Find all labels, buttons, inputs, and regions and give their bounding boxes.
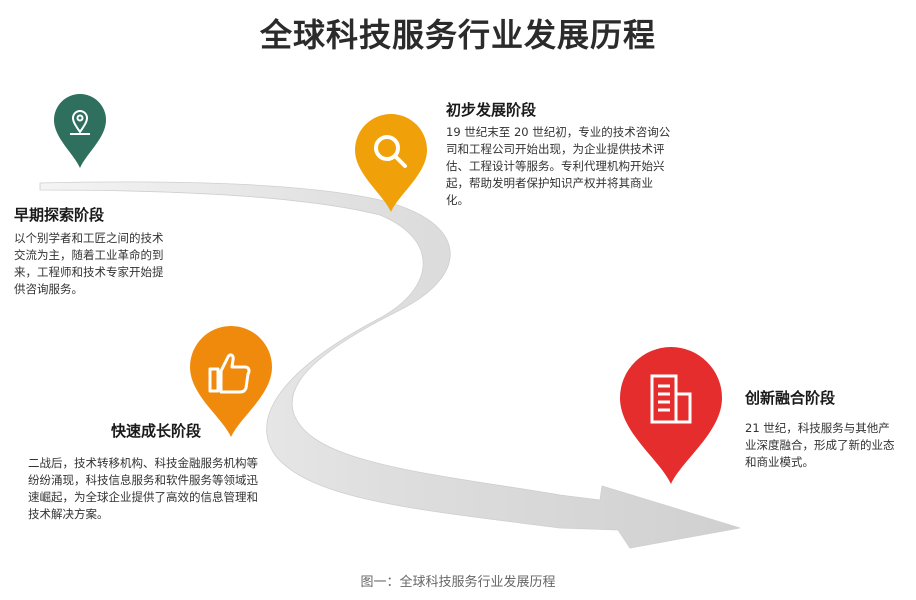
stage3-pin-shape — [190, 326, 272, 437]
stage4-pin-shape — [620, 347, 722, 484]
building-icon — [650, 374, 692, 424]
stage2-desc: 19 世纪末至 20 世纪初，专业的技术咨询公司和工程公司开始出现，为企业提供技… — [446, 125, 671, 207]
stage1-pin — [54, 94, 106, 168]
page-title: 全球科技服务行业发展历程 — [259, 16, 656, 54]
stage3-title: 快速成长阶段 — [111, 422, 202, 440]
stage2-pin-shape — [355, 114, 427, 212]
stage2-title: 初步发展阶段 — [446, 101, 537, 119]
stage4-title: 创新融合阶段 — [745, 389, 836, 407]
stage3-desc: 二战后，技术转移机构、科技金融服务机构等纷纷涌现，科技信息服务和软件服务等领域迅… — [28, 456, 258, 521]
thumbs-up-icon — [208, 353, 251, 394]
road-body — [39, 181, 741, 549]
stage4-desc: 21 世纪，科技服务与其他产业深度融合，形成了新的业态和商业模式。 — [745, 421, 895, 469]
stage4-pin — [620, 347, 722, 484]
magnifier-icon — [374, 135, 407, 168]
figure-caption: 图一：全球科技服务行业发展历程 — [360, 575, 556, 590]
stage3-pin — [190, 326, 272, 437]
stage1-title: 早期探索阶段 — [14, 206, 105, 224]
map-pin-icon — [70, 110, 90, 135]
stage2-pin — [355, 114, 427, 212]
stage1-desc: 以个别学者和工匠之间的技术交流为主，随着工业革命的到来，工程师和技术专家开始提供… — [14, 231, 164, 296]
